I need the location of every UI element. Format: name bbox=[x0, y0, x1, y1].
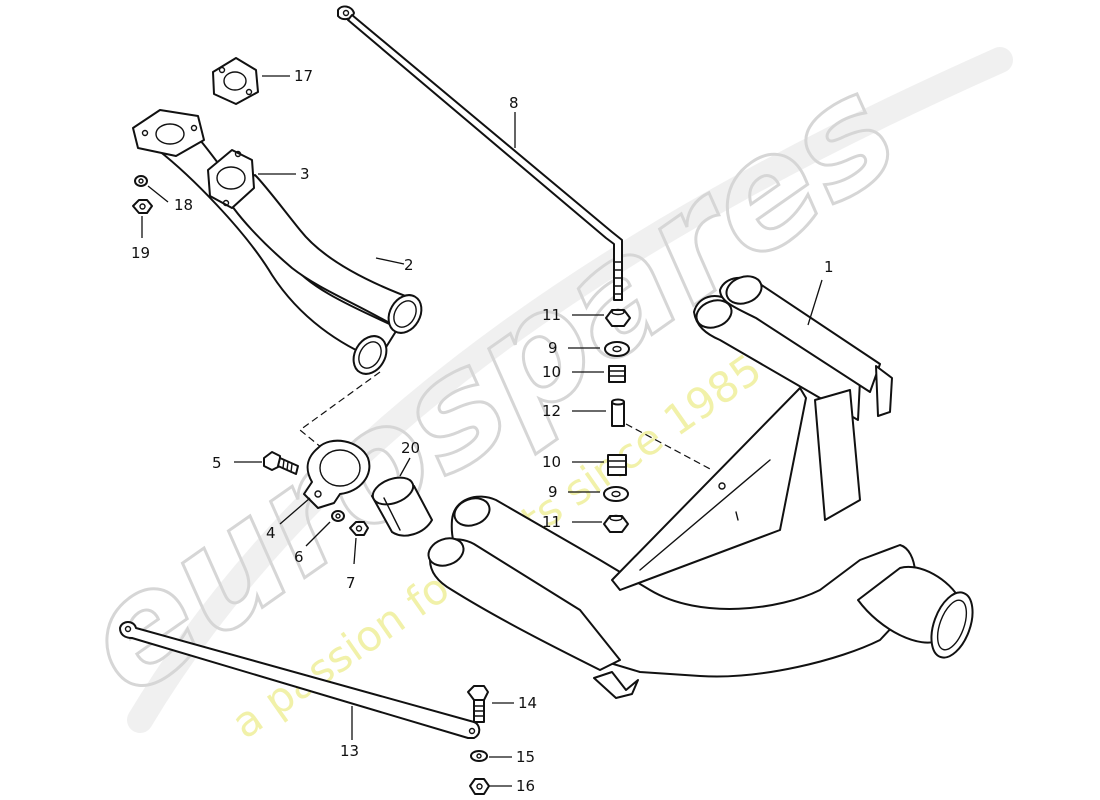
callout-11-upper: 11 bbox=[542, 306, 561, 324]
rubber-10-upper bbox=[608, 365, 626, 383]
callout-9-upper: 9 bbox=[548, 339, 558, 357]
sleeve-20 bbox=[371, 476, 433, 537]
callout-10-upper: 10 bbox=[542, 363, 561, 381]
callout-13: 13 bbox=[340, 742, 359, 760]
bolt-14 bbox=[467, 685, 489, 723]
assembly-line-mount bbox=[625, 423, 713, 471]
callout-16: 16 bbox=[516, 777, 535, 795]
callout-20: 20 bbox=[401, 439, 420, 457]
callout-8: 8 bbox=[509, 94, 519, 112]
callout-5: 5 bbox=[212, 454, 222, 472]
strut-8 bbox=[337, 5, 623, 301]
callout-17: 17 bbox=[294, 67, 313, 85]
gasket-17 bbox=[212, 57, 259, 105]
spacer-12 bbox=[611, 398, 625, 427]
callout-11-lower: 11 bbox=[542, 513, 561, 531]
washer-18 bbox=[134, 175, 148, 187]
strap-13 bbox=[119, 621, 481, 739]
callout-7: 7 bbox=[346, 574, 356, 592]
callout-10-lower: 10 bbox=[542, 453, 561, 471]
callout-1: 1 bbox=[824, 258, 834, 276]
washer-15 bbox=[470, 750, 488, 762]
callout-6: 6 bbox=[294, 548, 304, 566]
nut-11-upper bbox=[605, 308, 631, 327]
leader-lines bbox=[141, 75, 823, 787]
washer-9-lower bbox=[603, 486, 629, 502]
nut-16 bbox=[469, 778, 490, 795]
rubber-10-lower bbox=[607, 454, 627, 476]
watermark-swoosh bbox=[127, 47, 1013, 733]
nut-11-lower bbox=[603, 514, 629, 533]
muffler-1 bbox=[427, 275, 974, 699]
callout-14: 14 bbox=[518, 694, 537, 712]
callout-4: 4 bbox=[266, 524, 276, 542]
callout-12: 12 bbox=[542, 402, 561, 420]
clamp-4 bbox=[303, 439, 371, 509]
bolt-5 bbox=[263, 451, 299, 475]
exhaust-pipes-2 bbox=[132, 109, 423, 375]
callout-15: 15 bbox=[516, 748, 535, 766]
nut-19 bbox=[132, 199, 153, 214]
callout-18: 18 bbox=[174, 196, 193, 214]
callout-3: 3 bbox=[300, 165, 310, 183]
callout-19: 19 bbox=[131, 244, 150, 262]
nut-7 bbox=[349, 521, 369, 536]
washer-9-upper bbox=[604, 341, 630, 357]
callout-9-lower: 9 bbox=[548, 483, 558, 501]
washer-6 bbox=[331, 510, 345, 522]
callout-labels: 1 2 3 4 5 6 7 8 9 9 10 10 11 11 12 13 14… bbox=[131, 67, 834, 795]
callout-2: 2 bbox=[404, 256, 414, 274]
